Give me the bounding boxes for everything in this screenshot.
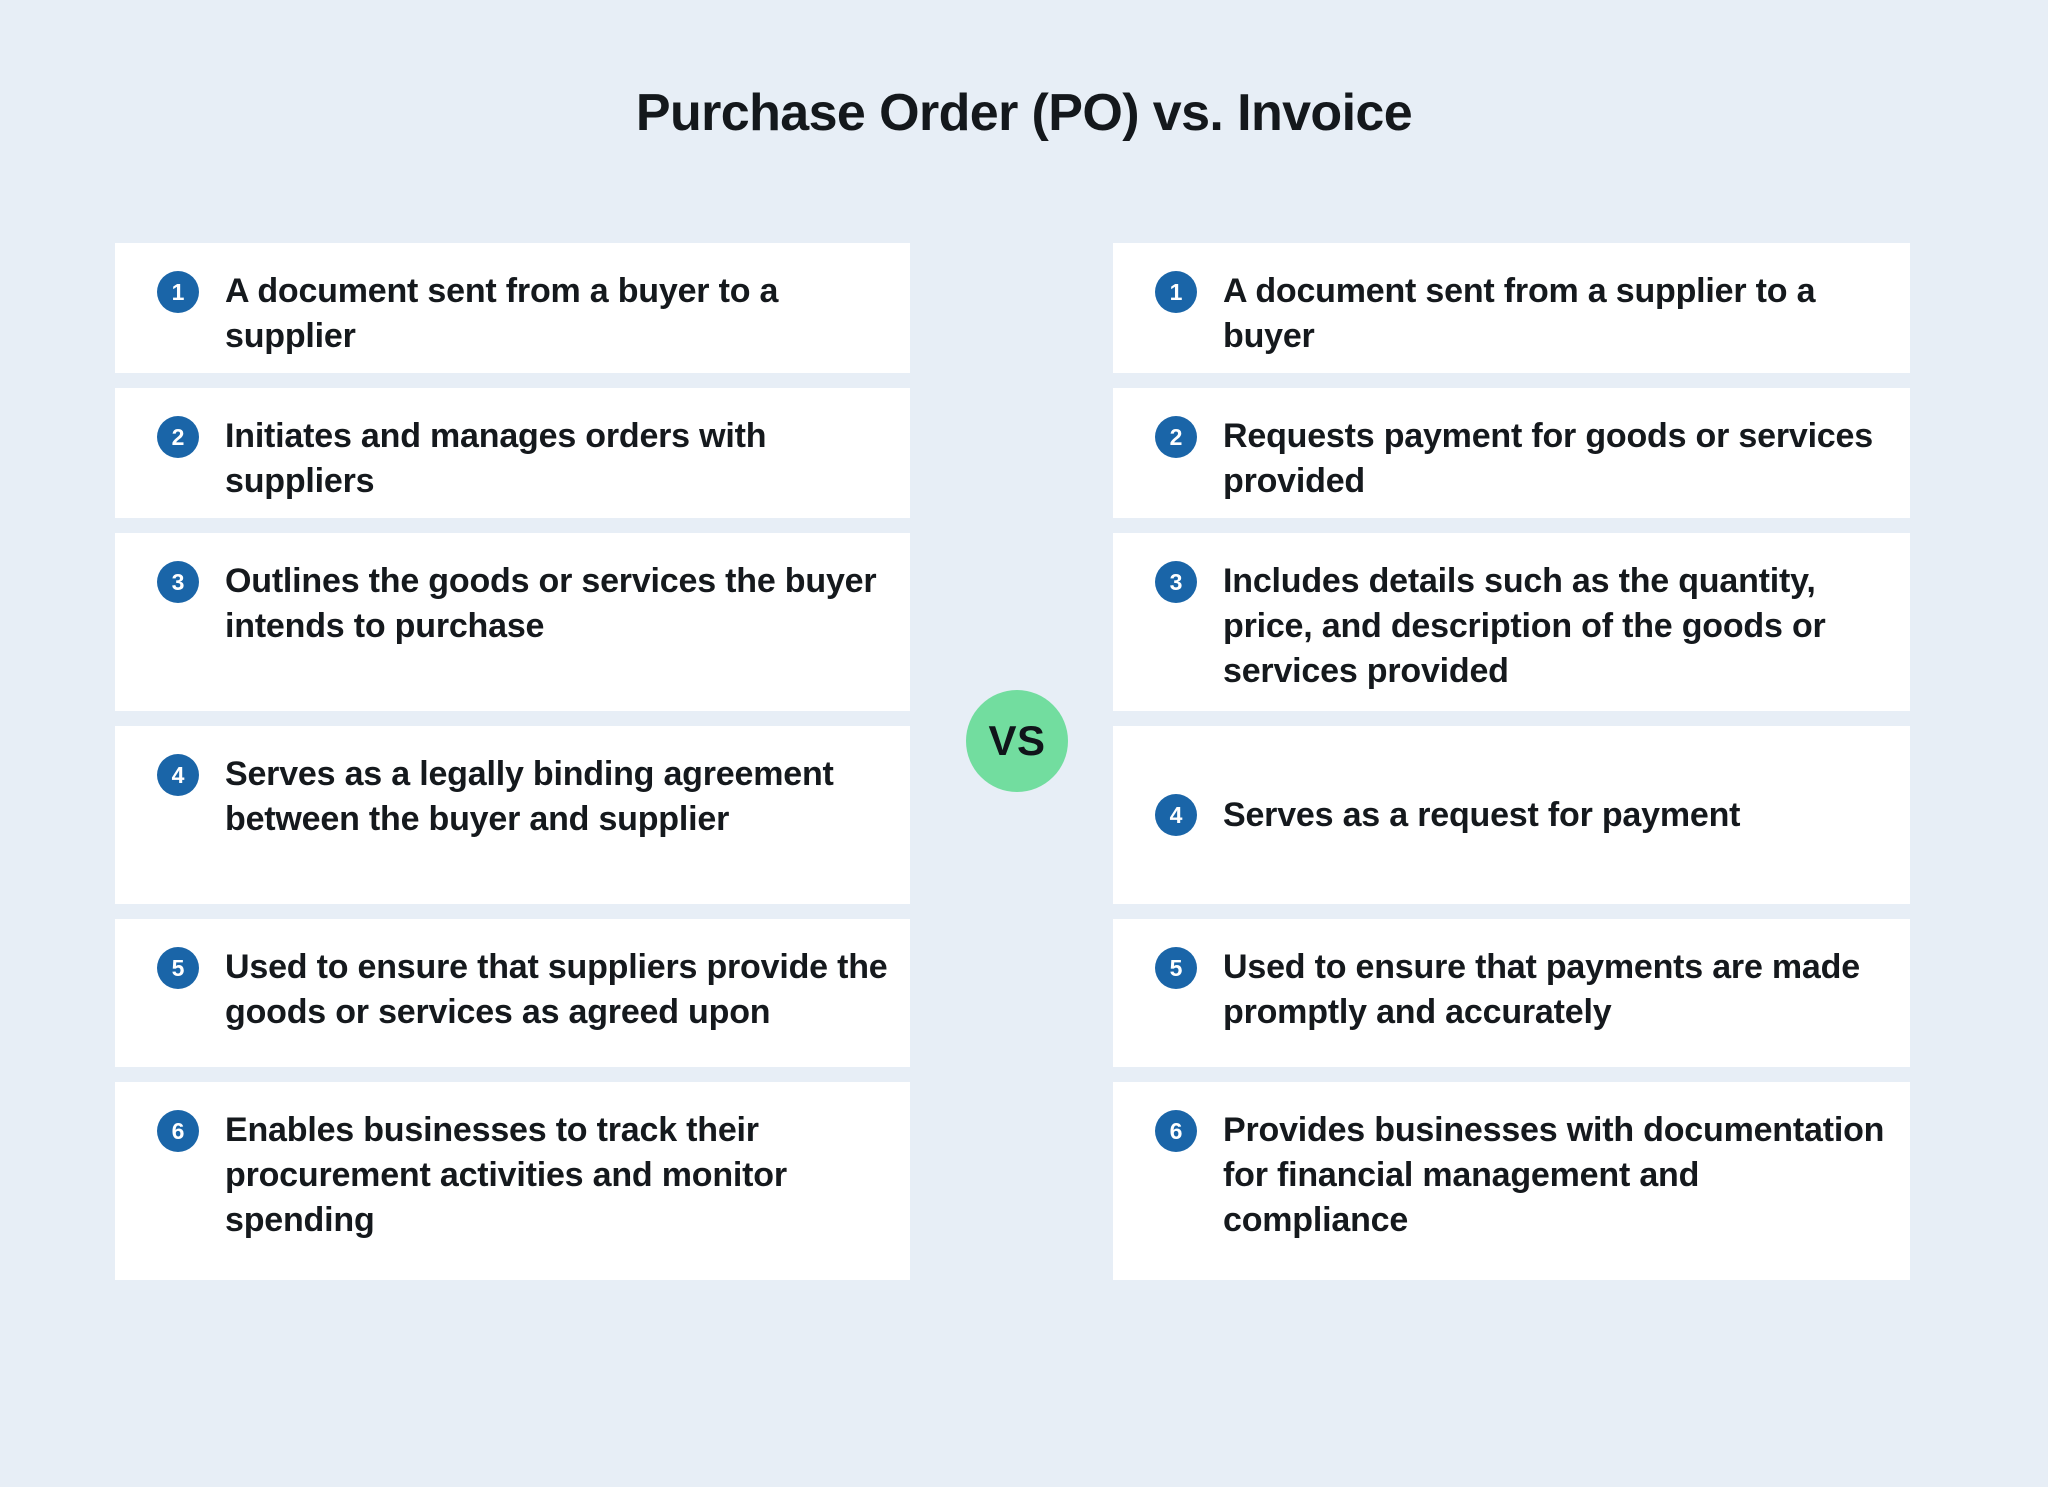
list-item-text: Initiates and manages orders with suppli… xyxy=(225,417,767,500)
list-item: 3 Includes details such as the quantity,… xyxy=(1113,533,1910,711)
list-item-text: Outlines the goods or services the buyer… xyxy=(225,562,877,645)
list-item: 1 A document sent from a supplier to a b… xyxy=(1113,243,1910,373)
list-item-text: Includes details such as the quantity, p… xyxy=(1223,562,1826,690)
list-item: 2 Requests payment for goods or services… xyxy=(1113,388,1910,518)
list-item-text: Provides businesses with documentation f… xyxy=(1223,1111,1885,1239)
list-item-text: Serves as a legally binding agreement be… xyxy=(225,755,834,838)
list-item-text: A document sent from a buyer to a suppli… xyxy=(225,272,779,355)
number-badge: 2 xyxy=(1155,416,1197,458)
number-badge: 3 xyxy=(1155,561,1197,603)
list-item-text: Used to ensure that suppliers provide th… xyxy=(225,948,888,1031)
list-item-text: Requests payment for goods or services p… xyxy=(1223,417,1873,500)
number-badge: 5 xyxy=(1155,947,1197,989)
number-badge: 4 xyxy=(157,754,199,796)
number-badge: 6 xyxy=(157,1110,199,1152)
number-badge: 3 xyxy=(157,561,199,603)
number-badge: 2 xyxy=(157,416,199,458)
purchase-order-column: 1 A document sent from a buyer to a supp… xyxy=(115,243,910,1280)
list-item-text: Serves as a request for payment xyxy=(1223,795,1741,834)
list-item: 4 Serves as a request for payment xyxy=(1113,726,1910,904)
list-item: 5 Used to ensure that suppliers provide … xyxy=(115,919,910,1067)
vs-badge: VS xyxy=(966,690,1068,792)
list-item: 2 Initiates and manages orders with supp… xyxy=(115,388,910,518)
list-item: 5 Used to ensure that payments are made … xyxy=(1113,919,1910,1067)
list-item: 3 Outlines the goods or services the buy… xyxy=(115,533,910,711)
page-title: Purchase Order (PO) vs. Invoice xyxy=(635,84,1413,142)
list-item: 4 Serves as a legally binding agreement … xyxy=(115,726,910,904)
list-item: 1 A document sent from a buyer to a supp… xyxy=(115,243,910,373)
number-badge: 5 xyxy=(157,947,199,989)
list-item-text: Used to ensure that payments are made pr… xyxy=(1223,948,1860,1031)
number-badge: 1 xyxy=(1155,271,1197,313)
list-item-text: Enables businesses to track their procur… xyxy=(225,1111,787,1239)
list-item-text: A document sent from a supplier to a buy… xyxy=(1223,272,1816,355)
number-badge: 1 xyxy=(157,271,199,313)
list-item: 6 Provides businesses with documentation… xyxy=(1113,1082,1910,1280)
list-item: 6 Enables businesses to track their proc… xyxy=(115,1082,910,1280)
number-badge: 6 xyxy=(1155,1110,1197,1152)
invoice-column: 1 A document sent from a supplier to a b… xyxy=(1113,243,1910,1280)
number-badge: 4 xyxy=(1155,794,1197,836)
